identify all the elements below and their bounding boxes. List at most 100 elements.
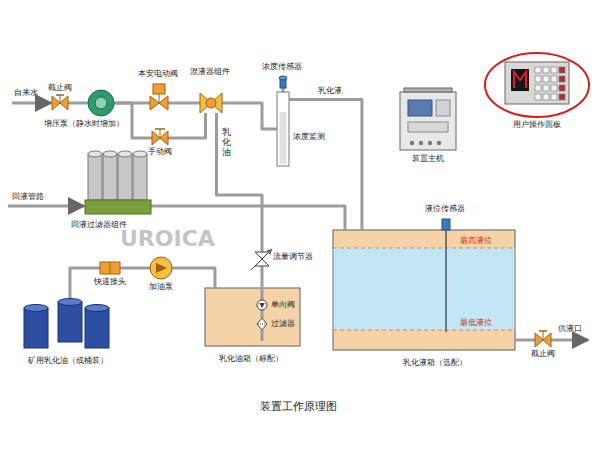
outlet-pipe xyxy=(551,340,588,341)
oil-pump-symbol xyxy=(156,263,167,273)
panel-key xyxy=(559,94,565,100)
level-sensor-symbol xyxy=(445,230,447,332)
component-label: 浓度传感器 xyxy=(262,62,302,72)
component-label: 回液过滤器组件 xyxy=(71,220,127,230)
pipe-connector xyxy=(168,102,200,105)
mixer-symbol xyxy=(200,93,222,113)
mixer-symbol xyxy=(206,98,216,108)
filter-symbol xyxy=(103,154,117,200)
component-label: 液位传感器 xyxy=(425,204,465,214)
manual-valve-symbol xyxy=(152,129,168,145)
component-label: 截止阀 xyxy=(48,83,72,93)
strainer-symbol xyxy=(258,324,266,325)
strainer: 过滤器 xyxy=(257,318,267,330)
stop-valve-symbol xyxy=(543,331,544,340)
component-label: 装置主机 xyxy=(412,154,444,164)
operator-panel-symbol xyxy=(505,62,569,104)
filter-symbol xyxy=(85,200,151,214)
quick-coupling: 快速接头 xyxy=(100,262,120,274)
component-label: 截止阀 xyxy=(531,349,555,359)
manual-valve-symbol xyxy=(160,129,161,138)
level-sensor: 液位传感器 xyxy=(441,218,451,230)
pipe-label: 乳化油 xyxy=(222,128,231,158)
component-label: 矿用乳化油（或桶装） xyxy=(28,356,108,366)
pipe-connector xyxy=(217,113,263,252)
emulsion-tank-body xyxy=(333,230,515,350)
pipe-group xyxy=(68,88,535,340)
pipe-label: 自来水 xyxy=(14,88,38,98)
tank-pipe xyxy=(262,330,263,341)
monitor-tube-symbol xyxy=(277,92,289,166)
panel-key xyxy=(543,85,549,91)
component-label: 流量调节器 xyxy=(273,252,313,262)
return-inlet xyxy=(8,205,84,208)
stop-valve-symbol xyxy=(52,95,68,110)
electric-valve-symbol xyxy=(153,84,165,94)
check-valve-symbol xyxy=(257,300,267,310)
drum-symbol xyxy=(85,308,109,348)
monitor-tube: 浓度监测 xyxy=(277,92,289,166)
mixer-symbol xyxy=(200,93,222,113)
component-label: 过滤器 xyxy=(271,319,295,329)
component-label: 本安电动阀 xyxy=(138,69,178,79)
stop-valve-symbol xyxy=(52,96,68,110)
watermark: UROICA xyxy=(120,226,215,252)
emulsion-tank-body xyxy=(333,330,515,331)
check-valve: 单向阀 xyxy=(257,300,267,310)
stop-valve-symbol xyxy=(539,330,547,332)
pipe-connector xyxy=(168,113,206,138)
stop-valve: 截止阀 xyxy=(535,333,551,347)
drum-symbol xyxy=(24,299,109,349)
control-unit-symbol xyxy=(408,122,448,132)
filter-symbol xyxy=(118,151,132,157)
tank-pipe xyxy=(261,330,264,341)
panel-key xyxy=(543,67,549,73)
pipe-connector xyxy=(172,268,215,288)
concentration-sensor: 浓度传感器 xyxy=(278,76,288,88)
water-inlet xyxy=(12,102,51,105)
emulsion-tank-body xyxy=(333,230,515,350)
stop-valve-symbol xyxy=(56,94,64,96)
panel-key xyxy=(559,85,565,91)
operator-panel-symbol xyxy=(485,53,589,117)
strainer-symbol xyxy=(257,318,267,330)
filter-symbol xyxy=(85,151,151,214)
level-sensor-symbol xyxy=(442,219,450,230)
coupling-symbol xyxy=(110,262,111,274)
oil-pump-symbol xyxy=(150,257,172,279)
pipe-connector xyxy=(68,102,88,105)
pipe-label: 回液管路 xyxy=(12,192,44,202)
panel-key xyxy=(559,76,565,82)
panel-key xyxy=(559,67,565,73)
oil-drums: 矿用乳化油（或桶装） xyxy=(22,302,110,350)
manual-valve: 手动阀 xyxy=(152,131,168,145)
outlet-label: 供液口 xyxy=(558,324,582,334)
check-valve-symbol xyxy=(259,303,265,308)
operator-panel-symbol xyxy=(511,69,529,91)
control-unit: 装置主机 xyxy=(400,92,456,150)
panel-key xyxy=(535,94,541,100)
component-label: 快速接头 xyxy=(94,277,126,287)
control-unit-symbol xyxy=(400,88,456,150)
pipe-connector xyxy=(282,88,285,92)
outlet-pipe xyxy=(551,339,588,342)
sensor-symbol xyxy=(279,76,287,80)
pipe-connector xyxy=(261,266,264,300)
pump-symbol xyxy=(88,90,114,116)
level-sensor-symbol xyxy=(442,219,450,332)
panel-key xyxy=(535,85,541,91)
panel-key xyxy=(543,76,549,82)
oil-pump: 加油泵 xyxy=(150,257,172,279)
booster-pump: 增压泵（静水时增加） xyxy=(88,90,114,116)
figure-caption: 装置工作原理图 xyxy=(0,400,596,414)
flow-regulator: 流量调节器 xyxy=(255,252,269,266)
operator-panel-symbol xyxy=(485,53,589,117)
panel-key xyxy=(551,76,557,82)
operator-panel-symbol xyxy=(514,72,526,88)
oil-tank-body xyxy=(205,288,300,346)
control-unit-symbol xyxy=(419,141,423,145)
drum-symbol xyxy=(24,308,48,348)
strainer-symbol xyxy=(257,318,267,330)
pipe-label: 乳化液 xyxy=(318,86,342,96)
